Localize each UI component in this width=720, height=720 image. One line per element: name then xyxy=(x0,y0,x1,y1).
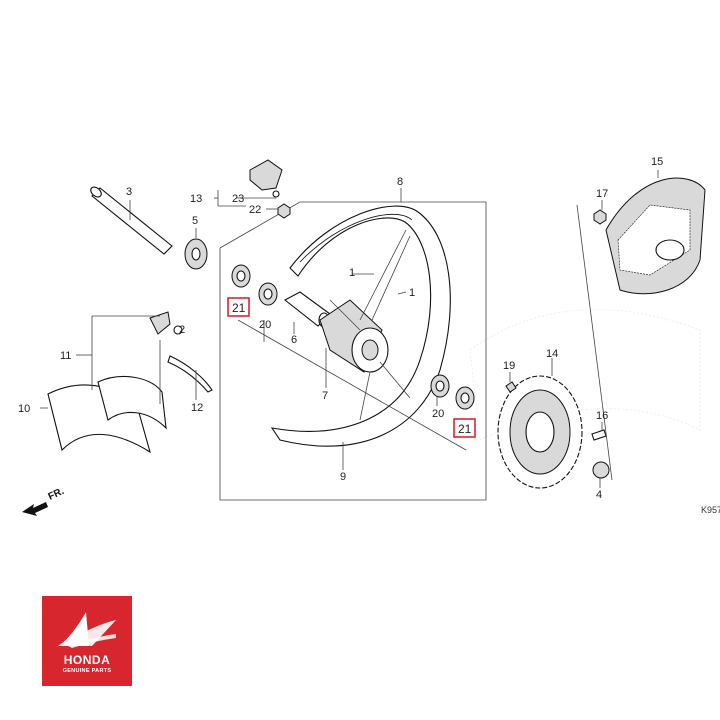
wing-icon xyxy=(58,612,116,648)
label-20b: 20 xyxy=(432,408,444,420)
wheel-rim xyxy=(270,205,451,447)
label-1b: 1 xyxy=(409,287,415,299)
label-22: 22 xyxy=(249,204,261,216)
label-14: 14 xyxy=(546,348,558,360)
direction-label: FR. xyxy=(47,486,66,503)
label-4: 4 xyxy=(596,489,602,501)
label-11: 11 xyxy=(60,350,71,362)
label-20a: 20 xyxy=(259,319,271,331)
label-23: 23 xyxy=(232,193,244,205)
label-1a: 1 xyxy=(349,267,355,279)
brake-disc-part xyxy=(497,358,583,489)
bracket-part xyxy=(214,159,291,219)
label-3: 3 xyxy=(126,186,132,198)
right-bearing-stack xyxy=(430,374,475,410)
label-8: 8 xyxy=(397,176,403,188)
label-12: 12 xyxy=(191,402,203,414)
honda-genuine-parts-logo: HONDA GENUINE PARTS xyxy=(42,596,132,686)
hub-part xyxy=(319,299,389,373)
label-5: 5 xyxy=(192,215,198,227)
callout-21-right[interactable]: 21 xyxy=(453,418,476,438)
label-10: 10 xyxy=(18,403,30,415)
label-17: 17 xyxy=(596,188,608,200)
label-21b: 21 xyxy=(458,422,472,436)
diagram-code: K957 xyxy=(701,505,720,515)
label-16: 16 xyxy=(596,410,608,422)
label-9: 9 xyxy=(340,471,346,483)
axle xyxy=(90,186,173,255)
label-2: 2 xyxy=(179,324,185,336)
label-21a: 21 xyxy=(232,301,246,315)
seal-part xyxy=(184,228,208,270)
label-6: 6 xyxy=(291,334,297,346)
label-7: 7 xyxy=(322,390,328,402)
left-bearing-stack xyxy=(231,264,331,328)
logo-tagline: GENUINE PARTS xyxy=(62,668,112,674)
callout-21-left[interactable]: 21 xyxy=(227,297,250,317)
label-19: 19 xyxy=(503,360,515,372)
tire-tube xyxy=(40,311,213,454)
label-13: 13 xyxy=(190,193,202,205)
front-direction-arrow: FR. xyxy=(22,486,66,516)
logo-brand: HONDA xyxy=(63,653,111,667)
collar-part xyxy=(591,422,610,488)
disc-cover-part xyxy=(576,170,706,481)
label-15: 15 xyxy=(651,156,663,168)
